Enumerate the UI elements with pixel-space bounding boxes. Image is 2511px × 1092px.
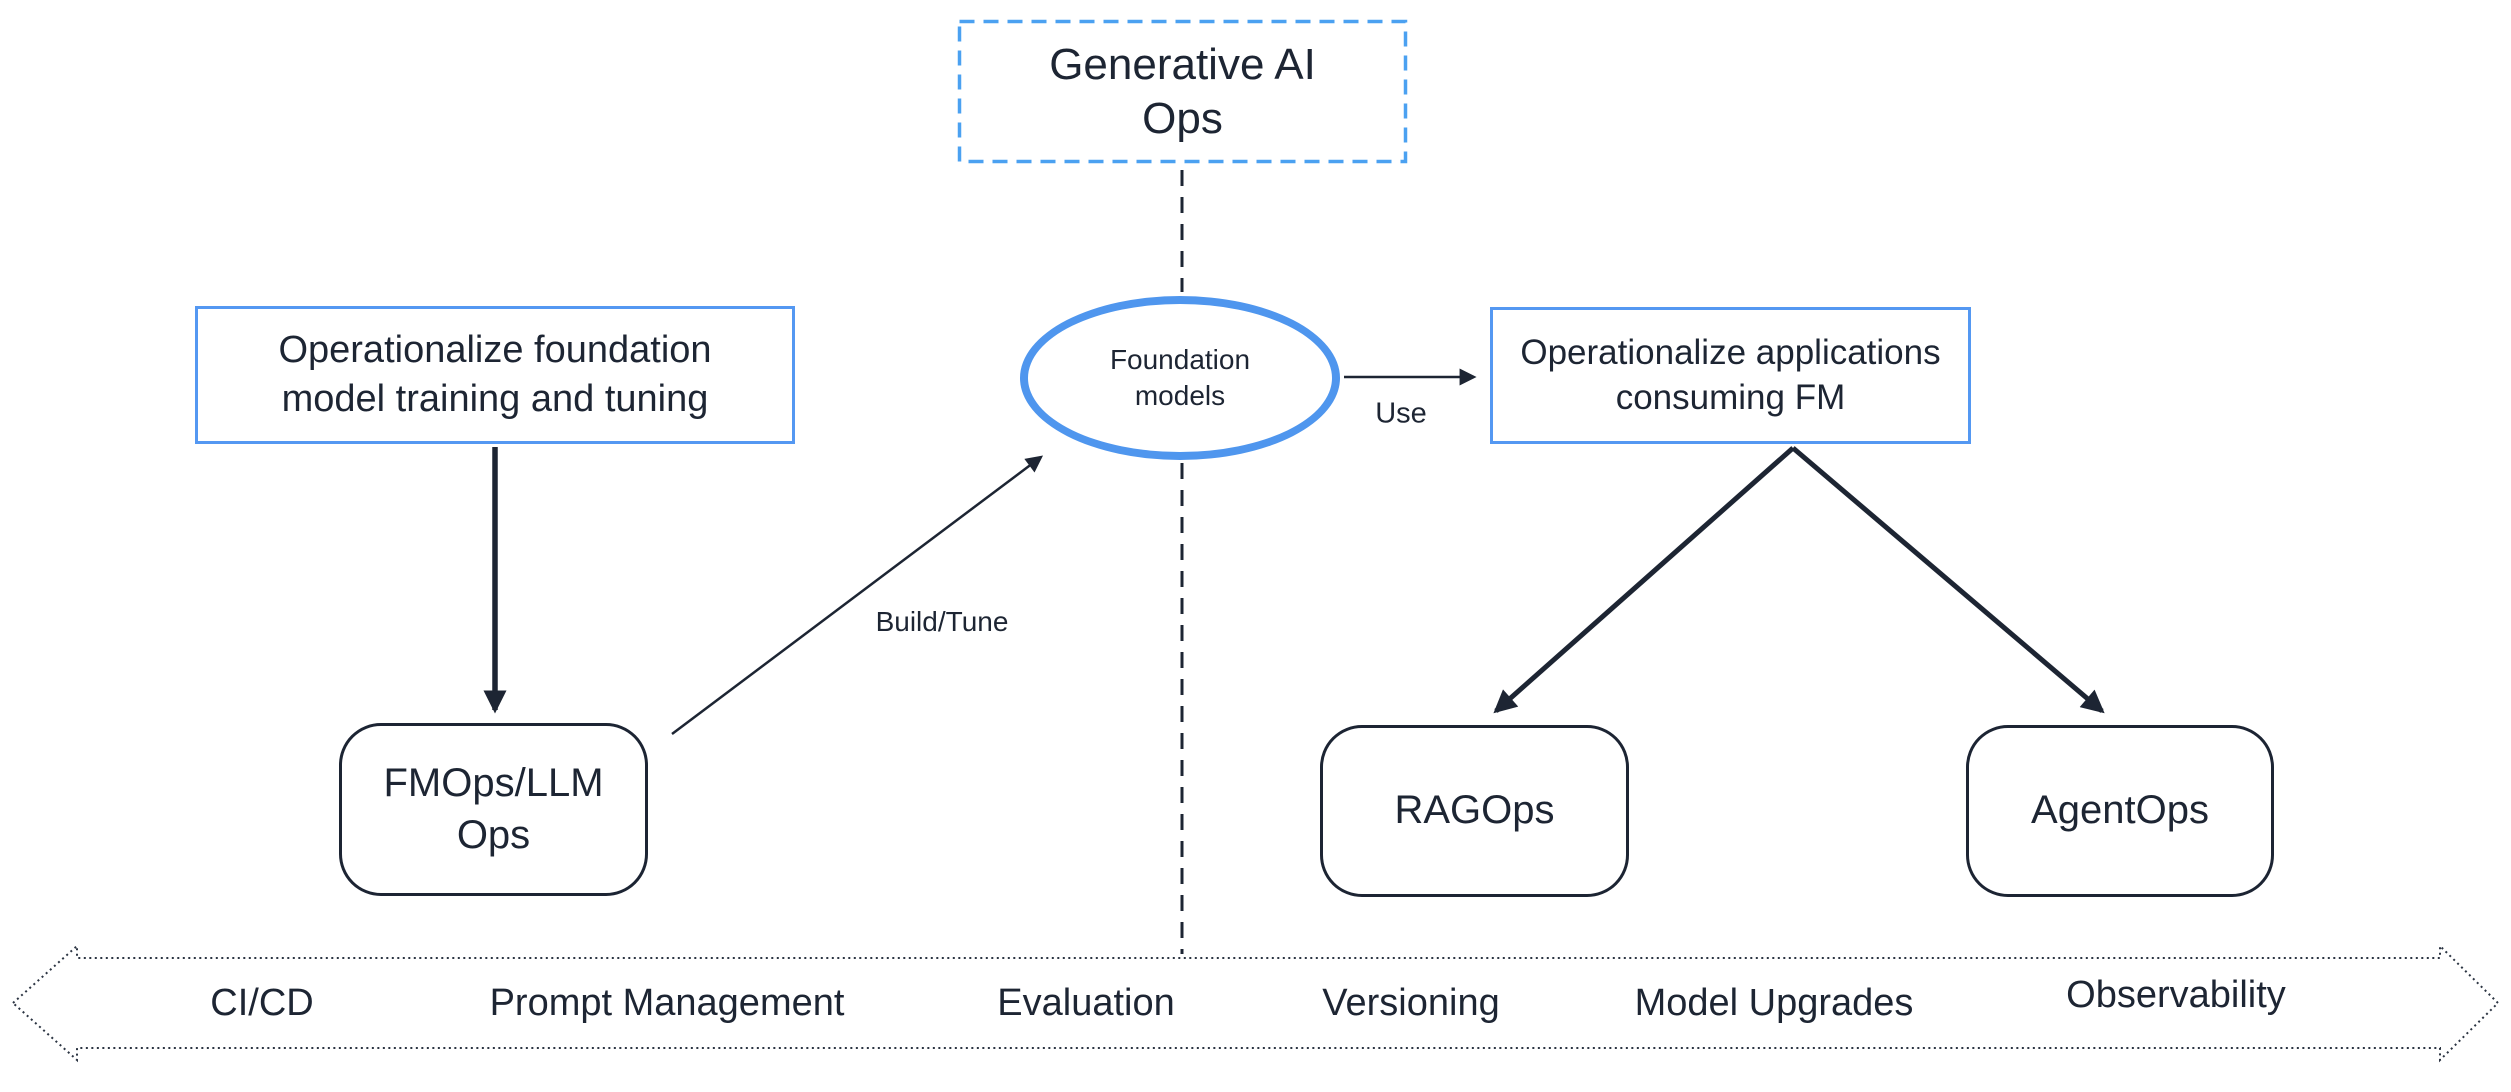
foundation-models-ellipse: Foundation models [1020, 296, 1340, 460]
arrow-consume-to-agentops [1791, 446, 2105, 714]
build-tune-edge-label: Build/Tune [871, 606, 1013, 638]
use-edge-label: Use [1371, 397, 1431, 431]
operationalize-training-box: Operationalize foundation model training… [195, 306, 795, 444]
agentops-box: AgentOps [1966, 725, 2274, 897]
operationalize-applications-box: Operationalize applications consuming FM [1490, 307, 1971, 444]
banner-label-observability: Observability [2066, 974, 2286, 1016]
lifecycle-banner-arrow [11, 943, 2500, 1063]
ragops-box: RAGOps [1320, 725, 1629, 897]
generative-ai-ops-dashed-border [957, 19, 1408, 164]
generative-ai-ops-box: Generative AI Ops [1049, 39, 1316, 143]
arrow-consume-to-ragops [1493, 446, 1795, 714]
banner-label-cicd: CI/CD [210, 982, 314, 1024]
banner-label-model-upgrades: Model Upgrades [1634, 982, 1914, 1024]
arrow-build-tune [671, 455, 1044, 735]
banner-label-prompt-management: Prompt Management [489, 982, 845, 1024]
fmops-llmops-box: FMOps/LLM Ops [339, 723, 648, 896]
banner-label-versioning: Versioning [1322, 982, 1500, 1024]
banner-label-evaluation: Evaluation [997, 982, 1175, 1024]
